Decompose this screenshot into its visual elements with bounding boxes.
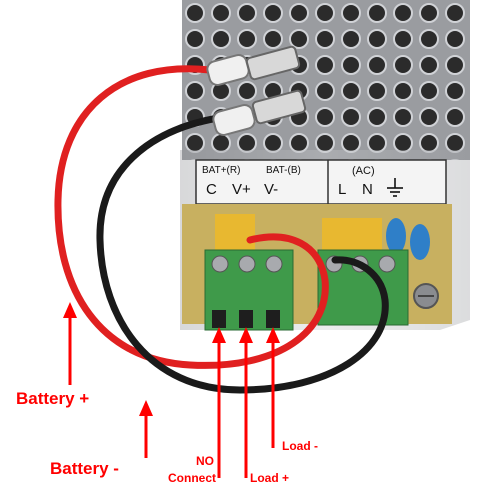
ac-terminal-block	[317, 249, 409, 326]
yellow-capacitor	[215, 214, 255, 250]
annotation-arrows	[63, 302, 280, 478]
black-battery-wire	[96, 114, 389, 394]
terminal-n-label: N	[362, 181, 373, 198]
spade-connector-red	[206, 45, 301, 86]
no-connect-label-line2: Connect	[168, 471, 216, 485]
ac-label: (AC)	[352, 165, 375, 177]
battery-minus-label: Battery -	[50, 459, 119, 478]
no-connect-label-line1: NO	[196, 454, 214, 468]
terminal-c-label: C	[206, 181, 217, 198]
load-plus-label: Load +	[250, 471, 290, 485]
bat-minus-label: BAT-(B)	[266, 165, 301, 176]
bat-plus-label: BAT+(R)	[202, 165, 241, 176]
terminal-vplus-label: V+	[232, 181, 251, 198]
terminal-vminus-label: V-	[264, 181, 279, 198]
battery-plus-label: Battery +	[16, 389, 90, 408]
ground-symbol-icon	[387, 178, 403, 197]
blue-capacitor	[386, 218, 406, 254]
yellow-capacitor	[322, 218, 382, 254]
dc-terminal-block	[204, 249, 294, 331]
terminal-label-panel	[195, 159, 447, 205]
load-minus-label: Load -	[282, 439, 318, 453]
spade-connector-black	[212, 89, 307, 136]
blue-capacitor	[410, 224, 430, 260]
terminal-l-label: L	[338, 181, 347, 198]
